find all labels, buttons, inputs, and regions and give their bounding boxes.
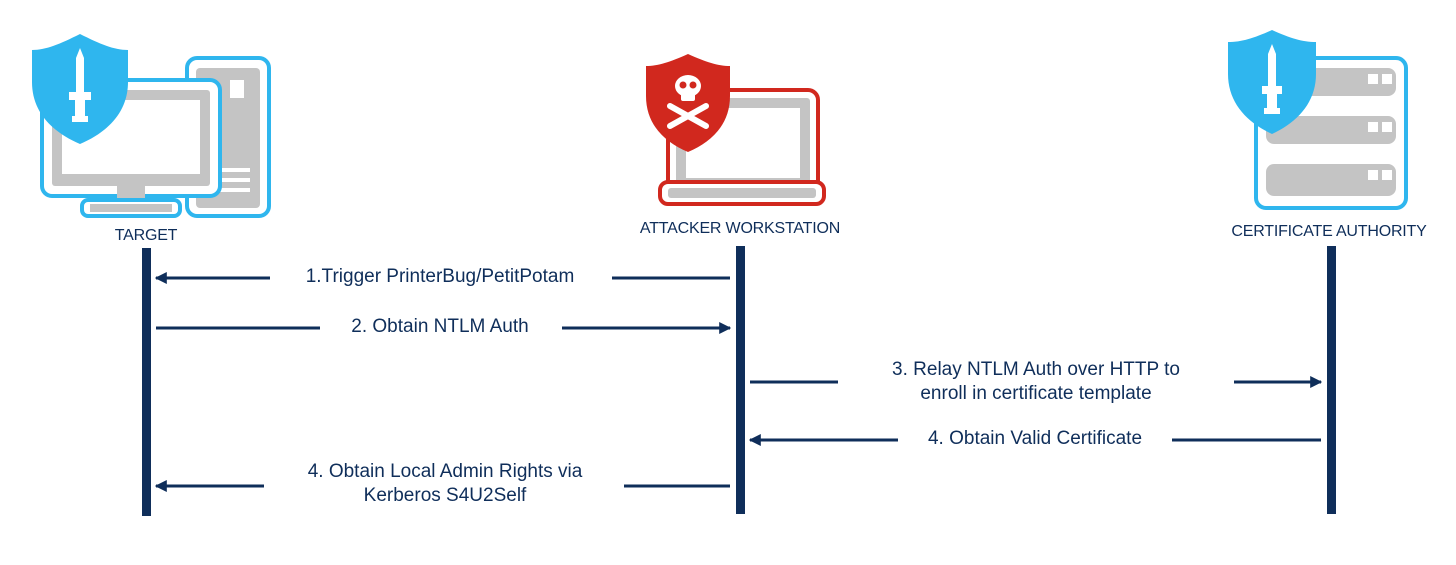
message-3-line-2: enroll in certificate template [920,383,1152,404]
actor-label-target: TARGET [114,227,178,244]
message-label-3: 3. Relay NTLM Auth over HTTP to enroll i… [846,358,1226,406]
lifeline-ca [1327,246,1336,514]
shield-server-icon [1228,30,1408,210]
message-2-line-1: 2. Obtain NTLM Auth [351,316,529,337]
message-5-line-2: Kerberos S4U2Self [363,485,527,506]
message-3-line-1: 3. Relay NTLM Auth over HTTP to [892,359,1180,380]
message-label-2: 2. Obtain NTLM Auth [330,315,550,339]
message-label-5: 4. Obtain Local Admin Rights via Kerbero… [270,460,620,508]
lifeline-attacker [736,246,745,514]
lifeline-target [142,248,151,516]
message-4-line-1: 4. Obtain Valid Certificate [927,428,1143,449]
shield-desktop-icon [32,34,271,218]
actor-label-ca: CERTIFICATE AUTHORITY [1231,223,1427,240]
actor-label-attacker: ATTACKER WORKSTATION [639,220,841,237]
message-label-1: 1.Trigger PrinterBug/PetitPotam [270,265,610,289]
message-5-line-1: 4. Obtain Local Admin Rights via [307,461,583,482]
message-1-line-1: 1.Trigger PrinterBug/PetitPotam [305,266,575,287]
message-label-4: 4. Obtain Valid Certificate [900,427,1170,451]
skull-shield-laptop-icon [646,54,826,206]
